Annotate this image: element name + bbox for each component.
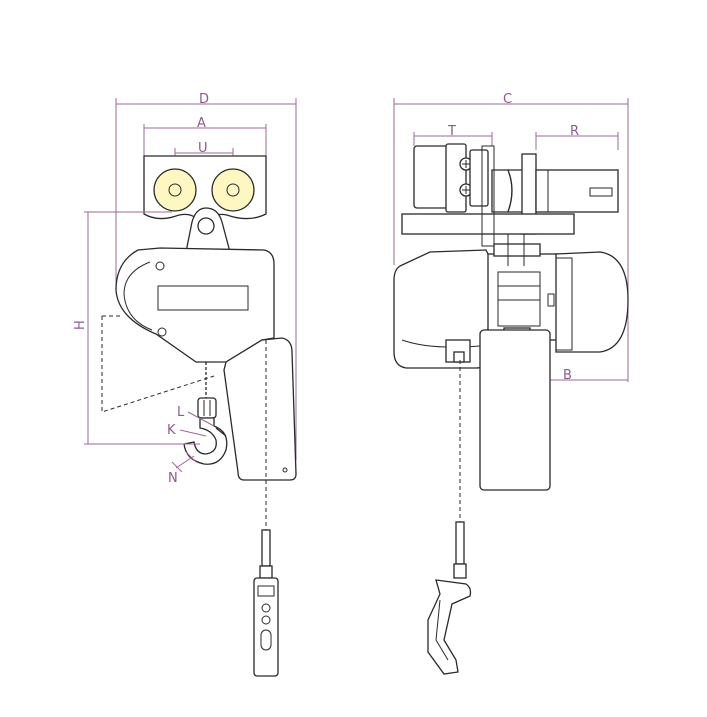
trolley-wheel bbox=[491, 169, 513, 213]
dimension-a: A bbox=[143, 116, 267, 156]
pendant-strain-relief bbox=[261, 529, 271, 567]
controller-housing-side bbox=[479, 329, 551, 491]
pendant-button-up bbox=[261, 603, 271, 613]
label-l: L bbox=[177, 405, 185, 420]
dimension-d: D bbox=[115, 92, 297, 460]
pendant-side bbox=[427, 579, 472, 675]
side-view: C T R bbox=[393, 92, 629, 675]
dimension-t: T bbox=[413, 124, 493, 146]
dimension-r: R bbox=[535, 124, 619, 150]
pendant-strain-relief-side bbox=[455, 521, 465, 565]
label-r: R bbox=[570, 124, 579, 139]
pendant-button-down bbox=[261, 615, 271, 625]
load-hook bbox=[183, 417, 228, 465]
hook-block bbox=[197, 397, 217, 419]
label-u: U bbox=[198, 141, 208, 156]
label-c: C bbox=[503, 92, 512, 107]
beam-flange bbox=[401, 213, 575, 235]
nameplate bbox=[157, 285, 249, 311]
dimension-l: L bbox=[177, 405, 215, 427]
label-b: B bbox=[563, 368, 572, 383]
wheel-hole-right bbox=[211, 168, 255, 212]
label-t: T bbox=[447, 124, 456, 139]
hoist-body bbox=[115, 247, 275, 363]
dimension-n: N bbox=[168, 451, 197, 486]
label-n: N bbox=[168, 471, 178, 486]
hoist-body-side bbox=[393, 249, 493, 369]
dimension-k: K bbox=[167, 423, 207, 438]
label-h: H bbox=[73, 320, 88, 330]
front-view: D A U bbox=[73, 92, 297, 677]
trolley-shaft bbox=[535, 169, 619, 213]
controller-housing bbox=[223, 337, 297, 481]
pendant-controller bbox=[253, 577, 279, 677]
dimension-h: H bbox=[73, 211, 200, 445]
label-k: K bbox=[167, 423, 176, 438]
label-d: D bbox=[199, 92, 209, 107]
dimension-c: C bbox=[393, 92, 629, 382]
label-a: A bbox=[197, 116, 206, 131]
hoist-motor bbox=[555, 251, 629, 353]
wheel-hole-left bbox=[153, 168, 197, 212]
